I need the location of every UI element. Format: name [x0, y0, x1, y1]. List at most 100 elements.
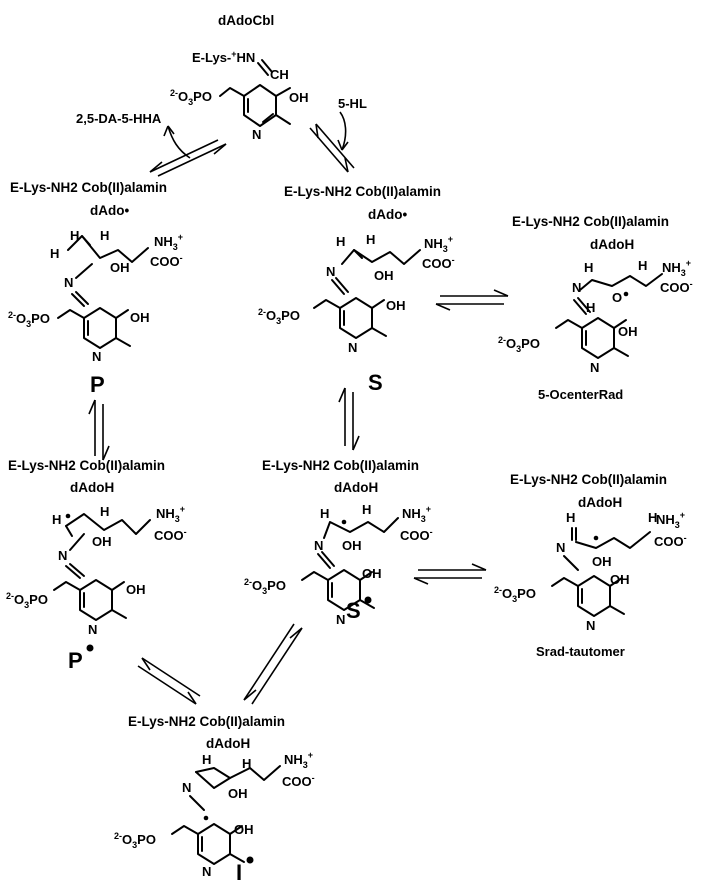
svg-text:N: N	[348, 340, 357, 355]
svg-text:NH3+: NH3+	[284, 750, 313, 770]
equilibrium-arrow-s-sdot	[338, 387, 360, 451]
svg-text:N: N	[182, 780, 191, 795]
pdot-header-line2: dAdoH	[70, 480, 114, 495]
equilibrium-arrow-s-ocenter	[435, 289, 509, 311]
svg-text:NH3+: NH3+	[424, 234, 453, 254]
svg-text:H: H	[638, 258, 647, 273]
svg-text:OH: OH	[130, 310, 150, 325]
p-radical-structure: E-Lys-NH2 Cob(II)alamin dAdoH H H NH3+ C…	[6, 458, 187, 673]
tautomer-header-line1: E-Lys-NH2 Cob(II)alamin	[510, 472, 667, 487]
svg-text:N: N	[202, 864, 211, 879]
svg-text:OH: OH	[126, 582, 146, 597]
dadocbl-oh: OH	[289, 90, 309, 105]
svg-text:NH3+: NH3+	[402, 504, 431, 524]
svg-text:OH: OH	[610, 572, 630, 587]
equilibrium-arrow-top-left	[149, 125, 227, 177]
sdot-label: S	[346, 598, 361, 623]
svg-text:COO-: COO-	[150, 253, 183, 269]
svg-text:H: H	[362, 502, 371, 517]
substrate-structure: E-Lys-NH2 Cob(II)alamin dAdo• H H NH3+ C…	[258, 184, 455, 395]
svg-text:H: H	[648, 510, 657, 525]
svg-text:H: H	[202, 752, 211, 767]
svg-text:N: N	[92, 349, 101, 364]
svg-text:OH: OH	[374, 268, 394, 283]
svg-text:N: N	[572, 280, 581, 295]
pdot-label: P	[68, 648, 83, 673]
svg-text:NH3+: NH3+	[156, 504, 185, 524]
svg-text:H: H	[100, 504, 109, 519]
svg-text:H: H	[52, 512, 61, 527]
svg-text:N: N	[88, 622, 97, 637]
svg-text:NH3+: NH3+	[656, 510, 685, 530]
svg-text:H: H	[70, 228, 79, 243]
tautomer-structure: E-Lys-NH2 Cob(II)alamin dAdoH H H NH3+ C…	[494, 472, 687, 659]
svg-text:H: H	[242, 756, 251, 771]
dadocbl-po: 2-O3PO	[170, 88, 212, 107]
svg-text:OH: OH	[228, 786, 248, 801]
svg-text:2-O3PO: 2-O3PO	[494, 585, 536, 604]
svg-text:2-O3PO: 2-O3PO	[498, 335, 540, 354]
svg-text:2-O3PO: 2-O3PO	[114, 831, 156, 850]
svg-text:N: N	[586, 618, 595, 633]
svg-text:COO-: COO-	[154, 527, 187, 543]
svg-text:N: N	[326, 264, 335, 279]
svg-text:2-O3PO: 2-O3PO	[8, 310, 50, 329]
svg-text:N: N	[64, 275, 73, 290]
dadocbl-title: dAdoCbl	[218, 13, 274, 28]
p-label: P	[90, 372, 105, 397]
svg-text:COO-: COO-	[400, 527, 433, 543]
svg-text:OH: OH	[362, 566, 382, 581]
equilibrium-arrow-pdot-idot	[137, 657, 201, 705]
ocenter-header-line1: E-Lys-NH2 Cob(II)alamin	[512, 214, 669, 229]
svg-text:OH: OH	[386, 298, 406, 313]
tautomer-header-line2: dAdoH	[578, 495, 622, 510]
svg-text:H: H	[566, 510, 575, 525]
svg-text:COO-: COO-	[422, 255, 455, 271]
svg-text:N: N	[58, 548, 67, 563]
p-header-line1: E-Lys-NH2 Cob(II)alamin	[10, 180, 167, 195]
o-center-radical-structure: E-Lys-NH2 Cob(II)alamin dAdoH H N NH3+ C…	[498, 214, 693, 402]
svg-text:CH: CH	[270, 67, 289, 82]
substrate-in-label: 5-HL	[338, 96, 367, 111]
s-header-line1: E-Lys-NH2 Cob(II)alamin	[284, 184, 441, 199]
svg-text:H: H	[336, 234, 345, 249]
svg-text:2-O3PO: 2-O3PO	[6, 591, 48, 610]
svg-text:COO-: COO-	[282, 773, 315, 789]
sdot-header-line2: dAdoH	[334, 480, 378, 495]
svg-text:N: N	[314, 538, 323, 553]
product-out-label: 2,5-DA-5-HHA	[76, 111, 162, 126]
svg-text:OH: OH	[234, 822, 254, 837]
svg-text:N: N	[556, 540, 565, 555]
svg-text:H: H	[366, 232, 375, 247]
svg-text:2-O3PO: 2-O3PO	[258, 307, 300, 326]
svg-text:O: O	[612, 290, 622, 305]
dadocbl-structure: dAdoCbl E-Lys-+HN CH OH 2-O3PO N	[170, 13, 309, 142]
idot-header-line1: E-Lys-NH2 Cob(II)alamin	[128, 714, 285, 729]
svg-text:OH: OH	[92, 534, 112, 549]
svg-text:H: H	[584, 260, 593, 275]
equilibrium-arrow-top-right	[309, 111, 355, 173]
i-radical-structure: E-Lys-NH2 Cob(II)alamin dAdoH H H NH3+ C…	[114, 714, 315, 883]
ocenter-label: 5-OcenterRad	[538, 387, 623, 402]
s-radical-structure: E-Lys-NH2 Cob(II)alamin dAdoH H H NH3+ C…	[244, 458, 433, 627]
idot-header-line2: dAdoH	[206, 736, 250, 751]
svg-text:OH: OH	[618, 324, 638, 339]
s-header-line2: dAdo•	[368, 207, 407, 222]
svg-text:NH3+: NH3+	[154, 232, 183, 252]
dadocbl-n: N	[252, 127, 261, 142]
s-label: S	[368, 370, 383, 395]
equilibrium-arrow-sdot-tautomer	[413, 563, 487, 585]
svg-text:N: N	[590, 360, 599, 375]
pdot-header-line1: E-Lys-NH2 Cob(II)alamin	[8, 458, 165, 473]
svg-text:N: N	[336, 612, 345, 627]
svg-text:H: H	[50, 246, 59, 261]
p-header-line2: dAdo•	[90, 203, 129, 218]
svg-text:OH: OH	[110, 260, 130, 275]
tautomer-label: Srad-tautomer	[536, 644, 625, 659]
sdot-header-line1: E-Lys-NH2 Cob(II)alamin	[262, 458, 419, 473]
equilibrium-arrow-p-pdot	[88, 399, 110, 461]
svg-text:OH: OH	[342, 538, 362, 553]
ocenter-header-line2: dAdoH	[590, 237, 634, 252]
product-radical-structure: E-Lys-NH2 Cob(II)alamin dAdo• H H H NH3+…	[8, 180, 183, 397]
